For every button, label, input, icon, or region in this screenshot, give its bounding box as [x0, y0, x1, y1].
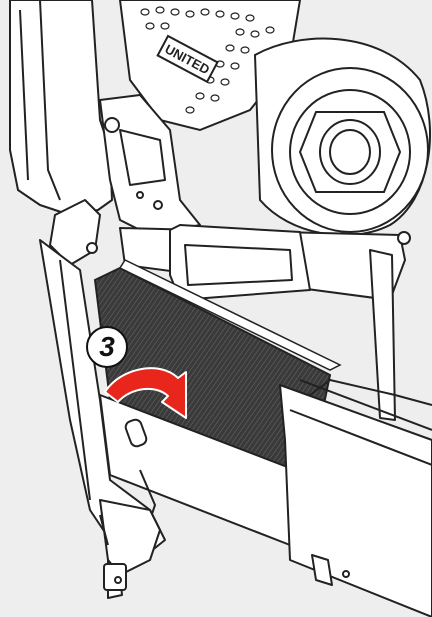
step-badge-icon: 3: [86, 326, 128, 368]
tool-housing: [9, 0, 113, 216]
end-cap: [253, 37, 431, 237]
rotate-arrow-icon: [104, 367, 187, 419]
step-number: 3: [99, 331, 115, 362]
upper-rail: [119, 224, 411, 421]
mechanism: [49, 94, 201, 266]
nose-piece: [99, 499, 161, 599]
motor-grille: UNITED: [118, 0, 302, 132]
magazine-track: [99, 379, 432, 617]
